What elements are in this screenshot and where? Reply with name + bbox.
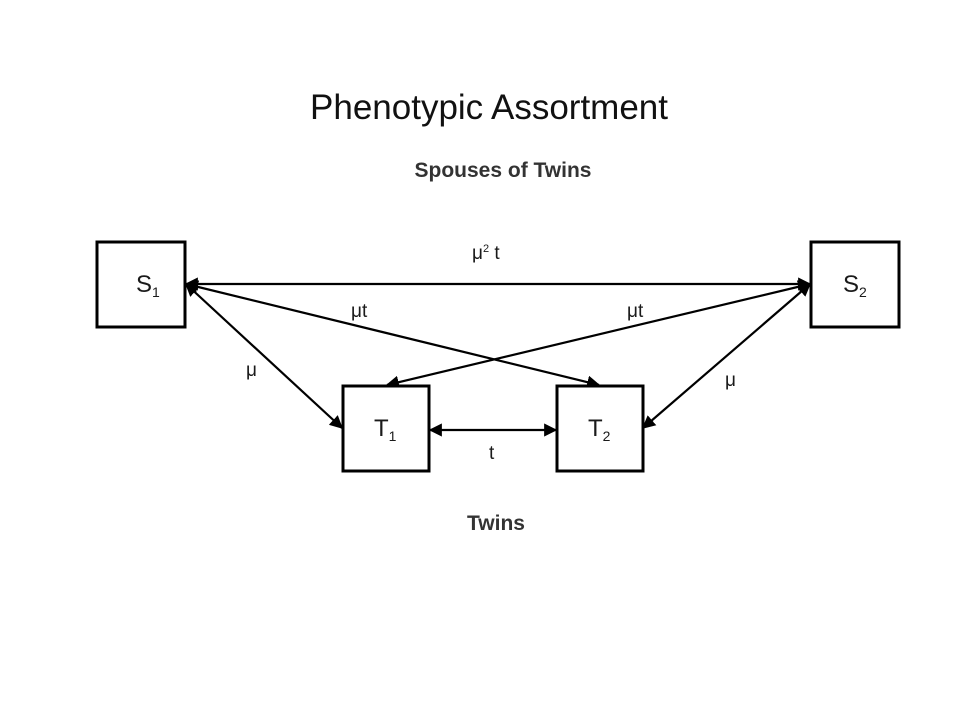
label-s2-t2: μ	[725, 370, 736, 391]
svg-text:T2: T2	[588, 415, 611, 444]
spouses-heading: Spouses of Twins	[415, 159, 592, 182]
node-t2: T2	[555, 384, 645, 473]
edge-s2-t2	[642, 283, 811, 429]
label-t1-t2: t	[489, 443, 495, 464]
node-s1: S1	[95, 240, 187, 329]
label-s1-s2: μ2 t	[472, 243, 500, 264]
node-t1: T1	[341, 384, 431, 473]
edge-s2-t1	[385, 280, 812, 389]
label-s1-t1: μ	[246, 360, 257, 381]
svg-text:T1: T1	[374, 415, 397, 444]
edge-s1-t1	[185, 283, 343, 429]
svg-text:S2: S2	[843, 271, 867, 300]
label-s2-t1: μt	[627, 301, 644, 322]
slide-title: Phenotypic Assortment	[310, 88, 668, 127]
node-s2: S2	[809, 240, 901, 329]
svg-text:S1: S1	[136, 271, 160, 300]
twins-heading: Twins	[467, 512, 525, 535]
label-s1-t2: μt	[351, 301, 368, 322]
